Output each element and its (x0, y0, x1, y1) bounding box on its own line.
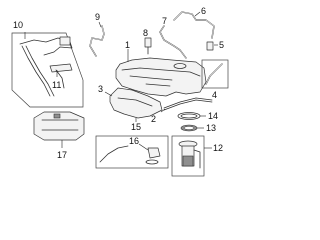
sender-wire (99, 145, 129, 163)
leader-3 (104, 91, 113, 97)
fuel-pump-box (171, 135, 205, 177)
fuel-pump-12-group: 12 (171, 135, 223, 177)
callout-7: 7 (162, 16, 167, 26)
callout-16: 16 (129, 136, 139, 146)
leader-2 (160, 108, 166, 113)
lock-ring-14-inner (180, 113, 198, 119)
callout-14: 14 (208, 111, 218, 121)
clip-5-group: 5 (206, 40, 224, 51)
fuel-line-6-group: 6 (173, 6, 215, 39)
hose-7-inner (159, 25, 187, 59)
fuel-pump-float-arm (193, 149, 201, 169)
vent-tube-inner (89, 25, 105, 57)
vent-tube (89, 25, 105, 57)
callout-2: 2 (151, 114, 156, 124)
callout-10: 10 (13, 20, 23, 30)
callout-4: 4 (212, 90, 217, 100)
callout-6: 6 (201, 6, 206, 16)
fuel-system-parts-diagram: 10 11 9 1 8 7 6 5 (11, 6, 229, 177)
filler-neck-box (11, 32, 84, 108)
callout-8: 8 (143, 28, 148, 38)
heat-shield (109, 87, 163, 119)
callout-12: 12 (213, 143, 223, 153)
fuel-line-6-inner (173, 11, 215, 39)
hose-4 (205, 63, 223, 85)
filler-neck-group: 10 11 (11, 20, 84, 108)
fuel-tank-ribs (129, 75, 173, 87)
fuel-tank-port (173, 63, 187, 69)
heat-shield-group: 3 15 (98, 84, 163, 132)
heat-shield-edge (117, 97, 153, 107)
connector-8-group: 8 (143, 28, 152, 55)
callout-13: 13 (206, 123, 216, 133)
seal-13-group: 13 (180, 123, 216, 133)
fuel-pump-filter (182, 155, 194, 167)
filler-neck-tube (21, 45, 51, 97)
fuel-tank (115, 57, 207, 97)
strap-2 (163, 97, 213, 109)
hose-4-group: 4 (201, 59, 229, 100)
strap-2-edge (163, 99, 213, 111)
connector-8 (144, 37, 152, 48)
callout-5: 5 (219, 40, 224, 50)
fuel-tank-group: 1 (115, 40, 207, 97)
sender-box (95, 135, 169, 169)
fuel-line-6 (173, 11, 215, 39)
canister-17 (33, 111, 85, 141)
leader-16 (138, 143, 149, 151)
filler-neck-tube-inner (25, 45, 55, 97)
sender-16-group: 16 (95, 135, 169, 169)
filler-bracket (49, 63, 73, 73)
sender-float (145, 159, 159, 165)
strap-2-group: 2 (151, 97, 213, 124)
filler-cap (59, 36, 71, 46)
leader-6 (194, 11, 201, 17)
hose-4-inner (205, 63, 223, 85)
filler-bracket-strap (55, 69, 65, 89)
vent-tube-group: 9 (89, 12, 105, 57)
callout-17: 17 (57, 150, 67, 160)
callout-15: 15 (131, 122, 141, 132)
sender-unit (147, 147, 161, 159)
clip-5 (206, 41, 214, 51)
callout-3: 3 (98, 84, 103, 94)
seal-13-hole (183, 126, 195, 130)
hose-7-group: 7 (159, 16, 187, 59)
fuel-tank-seam (121, 67, 201, 77)
canister-17-ribs (41, 119, 79, 131)
canister-17-port (53, 113, 61, 119)
lock-ring-14-group: 14 (177, 111, 218, 121)
hose-4-box (201, 59, 229, 89)
canister-17-group: 17 (33, 111, 85, 160)
leader-9 (98, 21, 102, 28)
callout-9: 9 (95, 12, 100, 22)
callout-1: 1 (125, 40, 130, 50)
callout-11: 11 (52, 80, 61, 90)
